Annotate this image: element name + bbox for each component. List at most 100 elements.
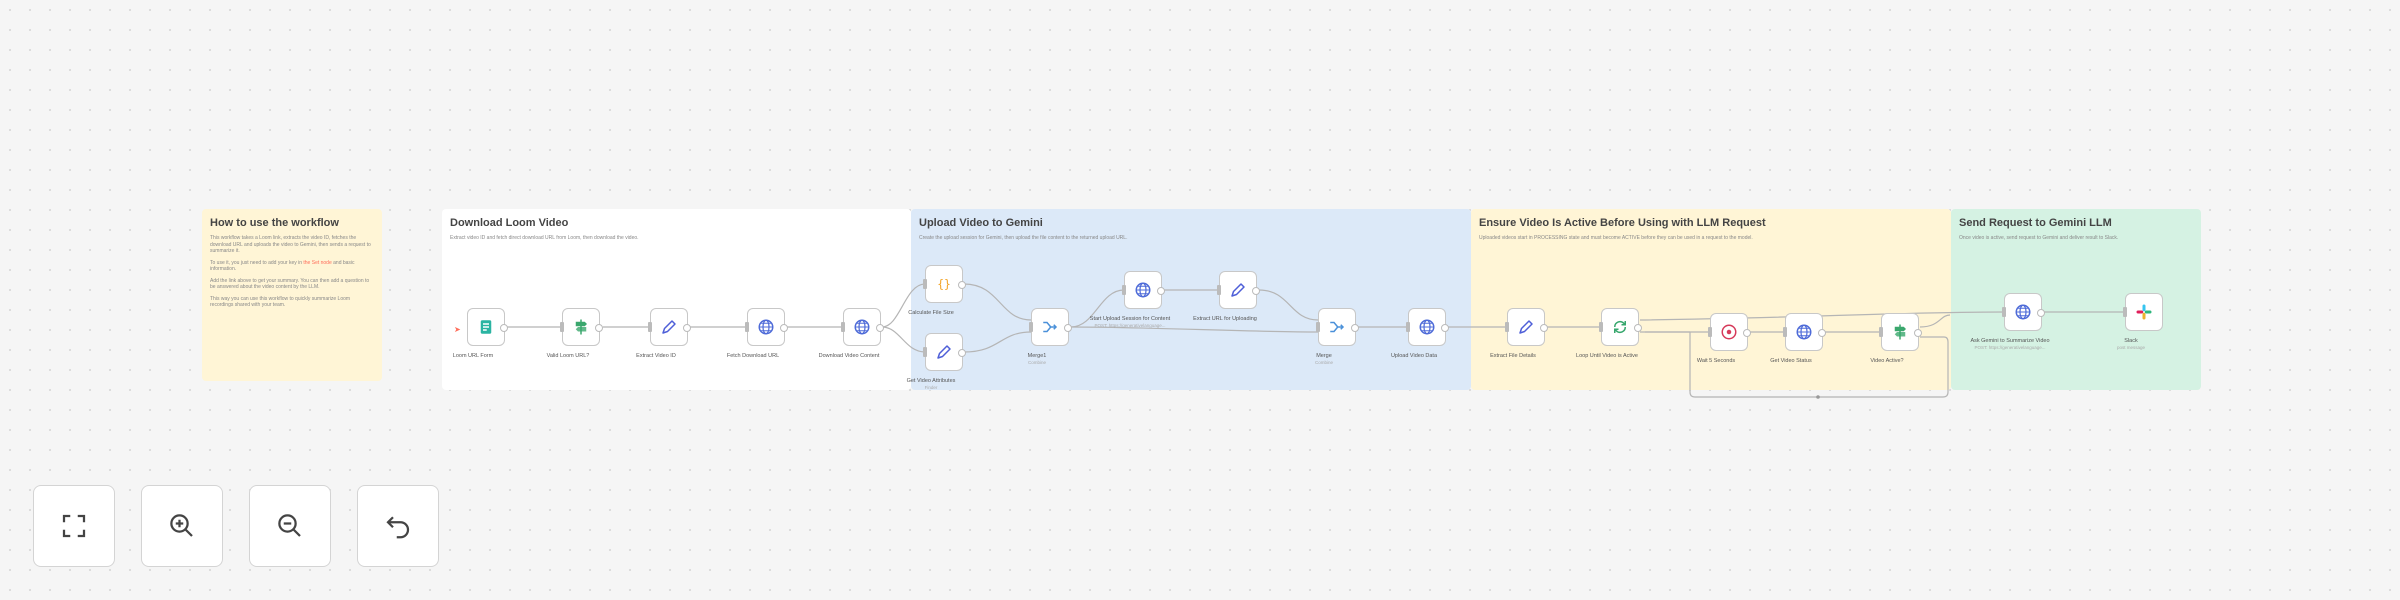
output-handle[interactable] xyxy=(958,281,966,289)
output-handle[interactable] xyxy=(1634,324,1642,332)
zoom-in-icon xyxy=(170,514,193,537)
sticky-download-desc: Extract video ID and fetch direct downlo… xyxy=(450,235,639,241)
edge-download-attr xyxy=(881,326,926,353)
node-label: Get Video Status xyxy=(1770,358,1812,364)
node-download-video-content[interactable]: Download Video Content xyxy=(819,308,884,359)
input-handle[interactable] xyxy=(1879,327,1883,337)
output-handle[interactable] xyxy=(1441,324,1449,332)
output-handle[interactable] xyxy=(500,324,508,332)
output-handle[interactable] xyxy=(1914,329,1922,337)
node-label: Upload Video Data xyxy=(1390,353,1438,359)
output-handle[interactable] xyxy=(1818,329,1826,337)
sticky-upload-title: Upload Video to Gemini xyxy=(919,217,1043,229)
globe-icon xyxy=(758,319,774,335)
input-handle[interactable] xyxy=(1316,322,1320,332)
sticky-how-p3: Add the link above to get your summary. … xyxy=(210,277,370,291)
edge-calc-merge1 xyxy=(963,283,1032,321)
input-handle[interactable] xyxy=(2002,307,2006,317)
input-handle[interactable] xyxy=(1505,322,1509,332)
input-handle[interactable] xyxy=(923,279,927,289)
undo-button[interactable] xyxy=(357,485,439,567)
output-handle[interactable] xyxy=(1064,324,1072,332)
input-handle[interactable] xyxy=(1122,285,1126,295)
globe-icon xyxy=(2015,304,2031,320)
input-handle[interactable] xyxy=(1783,327,1787,337)
globe-icon xyxy=(854,319,870,335)
edge-active-loopback-true xyxy=(1919,314,1951,328)
edge-attr-merge1 xyxy=(963,331,1032,353)
input-handle[interactable] xyxy=(1029,322,1033,332)
globe-icon xyxy=(1135,282,1151,298)
zoom-in-button[interactable] xyxy=(141,485,223,567)
input-handle[interactable] xyxy=(1599,322,1603,332)
input-handle[interactable] xyxy=(1217,285,1221,295)
sticky-how-p2: To use it, you just need to add your key… xyxy=(210,259,355,273)
node-label: Extract URL for Uploading xyxy=(1193,316,1257,322)
zoom-out-icon xyxy=(278,514,301,537)
edge-loop-bottom xyxy=(1645,331,1691,342)
sticky-upload-desc: Create the upload session for Gemini, th… xyxy=(919,235,1128,241)
node-extract-video-id[interactable]: Extract Video ID xyxy=(636,308,691,359)
node-video-active[interactable]: Video Active? xyxy=(1870,313,1922,364)
edge-merge1-start xyxy=(1070,289,1125,328)
output-handle[interactable] xyxy=(1157,287,1165,295)
node-get-video-status[interactable]: Get Video Status xyxy=(1770,313,1826,364)
output-handle[interactable] xyxy=(1351,324,1359,332)
input-handle[interactable] xyxy=(1406,322,1410,332)
node-label: Extract File Details xyxy=(1490,353,1536,359)
fit-view-button[interactable] xyxy=(33,485,115,567)
output-handle[interactable] xyxy=(876,324,884,332)
output-handle[interactable] xyxy=(2037,309,2045,317)
pencil-icon xyxy=(937,345,951,359)
node-valid-loom-url[interactable]: Valid Loom URL? xyxy=(547,308,603,359)
sticky-upload[interactable]: Upload Video to Gemini Create the upload… xyxy=(911,209,1471,390)
input-handle[interactable] xyxy=(2123,307,2127,317)
sticky-ensure[interactable]: Ensure Video Is Active Before Using with… xyxy=(1471,209,1951,390)
zoom-out-button[interactable] xyxy=(249,485,331,567)
input-handle[interactable] xyxy=(648,322,652,332)
wait-icon xyxy=(1721,324,1737,340)
node-label: Loom URL Form xyxy=(452,353,494,359)
merge-icon xyxy=(1330,321,1345,333)
node-extract-file-details[interactable]: Extract File Details xyxy=(1490,308,1548,359)
node-loop-until-active[interactable]: Loop Until Video is Active xyxy=(1576,308,1642,359)
output-handle[interactable] xyxy=(1540,324,1548,332)
node-upload-video-data[interactable]: Upload Video Data xyxy=(1391,308,1449,359)
output-handle[interactable] xyxy=(595,324,603,332)
output-handle[interactable] xyxy=(958,349,966,357)
node-calculate-file-size[interactable]: {} Calculate File Size xyxy=(908,265,966,316)
output-handle[interactable] xyxy=(780,324,788,332)
output-handle[interactable] xyxy=(683,324,691,332)
sticky-how-to-use[interactable]: How to use the workflow This workflow ta… xyxy=(202,209,382,381)
undo-icon xyxy=(386,516,410,539)
trigger-arrow-icon: ➤ xyxy=(454,325,461,334)
pencil-icon xyxy=(662,320,676,334)
node-extract-url-uploading[interactable]: Extract URL for Uploading xyxy=(1193,271,1260,322)
merge-icon xyxy=(1043,321,1058,333)
node-loom-url-form[interactable]: ➤ Loom URL Form xyxy=(453,308,508,359)
node-label: Video Active? xyxy=(1870,358,1904,364)
node-wait-5-seconds[interactable]: Wait 5 Seconds xyxy=(1697,313,1751,364)
output-handle[interactable] xyxy=(1743,329,1751,337)
if-signpost-icon xyxy=(575,319,587,335)
set-node-link[interactable]: the Set node xyxy=(303,259,332,266)
input-handle[interactable] xyxy=(745,322,749,332)
output-handle[interactable] xyxy=(1252,287,1260,295)
input-handle[interactable] xyxy=(560,322,564,332)
input-handle[interactable] xyxy=(1708,327,1712,337)
node-label: Download Video Content xyxy=(818,353,880,359)
node-fetch-download-url[interactable]: Fetch Download URL xyxy=(727,308,788,359)
sticky-download[interactable]: Download Loom Video Extract video ID and… xyxy=(442,209,911,390)
input-handle[interactable] xyxy=(923,347,927,357)
input-handle[interactable] xyxy=(841,322,845,332)
